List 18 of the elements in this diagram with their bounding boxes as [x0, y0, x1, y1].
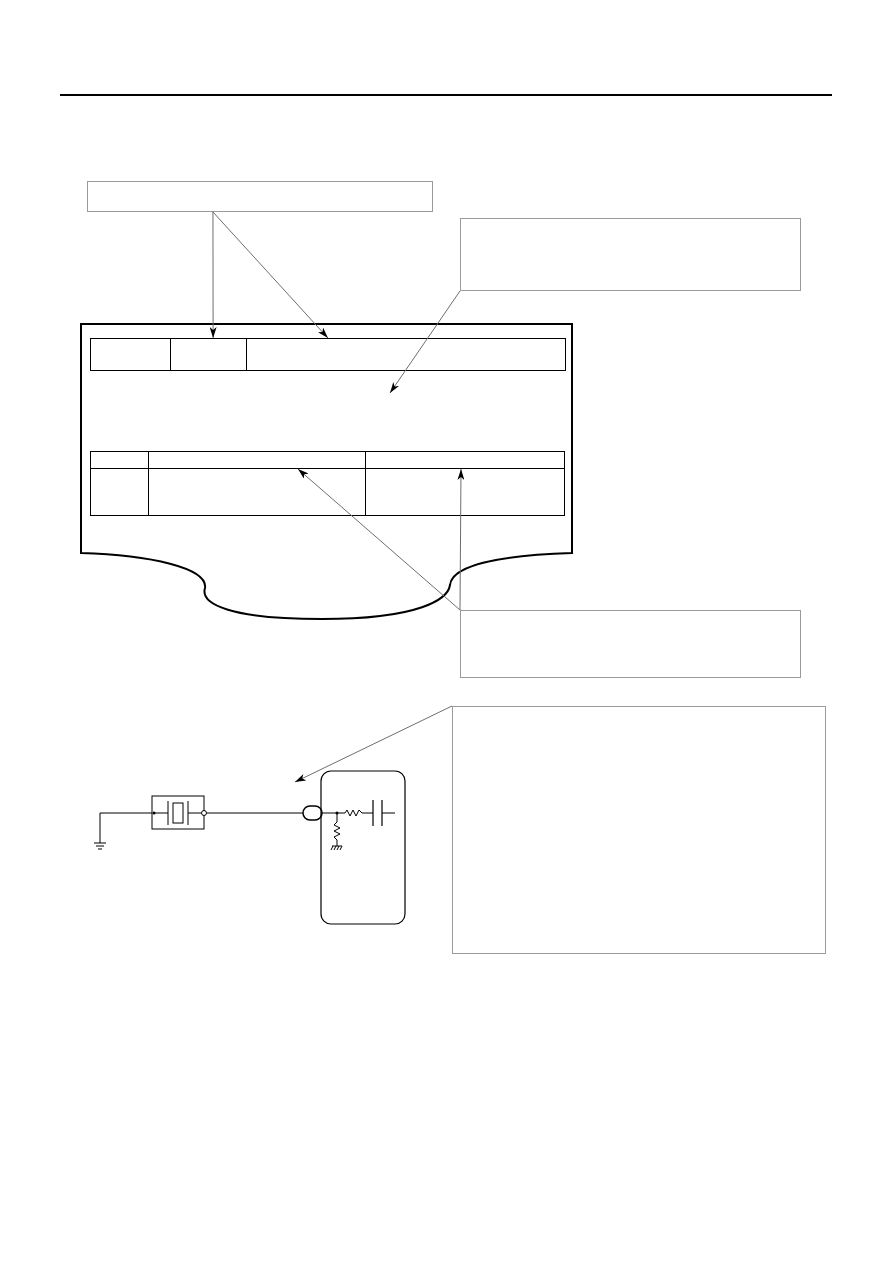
table-cell — [90, 451, 149, 469]
table-cell — [90, 468, 149, 516]
callout-box — [460, 610, 801, 678]
table-cell — [246, 338, 566, 371]
leader-line — [297, 468, 461, 611]
table-cell — [170, 338, 247, 371]
leader-line — [212, 211, 329, 339]
callout-box — [87, 181, 433, 212]
leader-line — [294, 705, 453, 783]
table-cell — [365, 468, 565, 516]
table-cell — [90, 338, 171, 371]
leader-line — [457, 468, 465, 611]
leader-line — [389, 290, 461, 394]
leader-line — [209, 211, 217, 339]
callout-box — [452, 706, 826, 954]
table-cell — [365, 451, 565, 469]
document-sheet — [80, 323, 573, 621]
callout-box — [460, 218, 801, 291]
